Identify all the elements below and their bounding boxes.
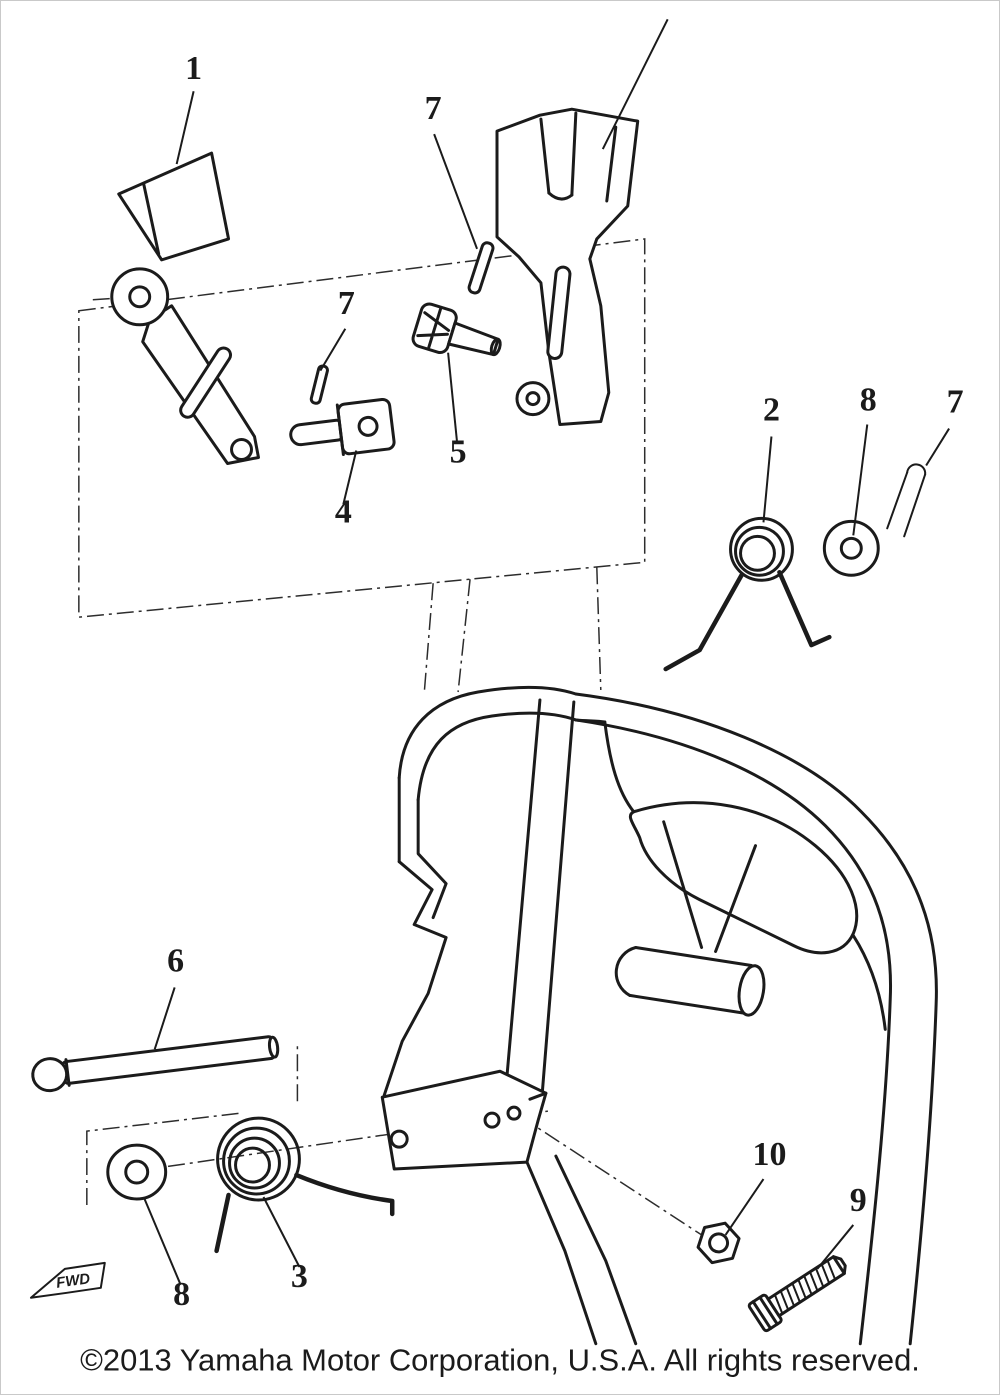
- fwd-arrow: FWD: [29, 1261, 106, 1299]
- callout-5: 5: [450, 433, 467, 470]
- callout-7-mid: 7: [338, 285, 355, 322]
- callout-7-right: 7: [947, 384, 964, 421]
- torsion-spring-3-part: [214, 1116, 395, 1254]
- bolt-5-part: [411, 302, 502, 357]
- joint-link-part: [289, 397, 396, 457]
- right-lever-bracket-part: [495, 107, 640, 427]
- washer-8-top-part: [822, 519, 880, 577]
- callout-1: 1: [185, 50, 202, 87]
- callout-6: 6: [167, 942, 184, 979]
- callout-4: 4: [335, 493, 352, 530]
- callout-8-bottom: 8: [173, 1276, 190, 1313]
- callout-10: 10: [752, 1136, 786, 1173]
- torsion-spring-2-part: [663, 516, 832, 672]
- callout-numbers: 1 7 7 4 5 2 8 7 6 8 3 10 9: [167, 50, 963, 1313]
- clamp-bracket-part: [380, 685, 938, 1346]
- callout-7-top: 7: [425, 90, 442, 127]
- pin-7-mid-part: [309, 364, 329, 405]
- pin-7-top-part: [467, 241, 495, 295]
- shaft-pin-6-part: [31, 1035, 280, 1093]
- copyright-text: ©2013 Yamaha Motor Corporation, U.S.A. A…: [80, 1343, 920, 1378]
- nut-10-part: [696, 1221, 741, 1265]
- callout-8-top: 8: [860, 382, 877, 419]
- bolt-9-part: [747, 1255, 847, 1333]
- left-lever-part: [110, 151, 260, 465]
- callout-leader-lines: [142, 18, 950, 1286]
- fwd-arrow-label: FWD: [55, 1270, 91, 1292]
- washer-8-bottom-part: [106, 1143, 168, 1201]
- callout-9: 9: [850, 1182, 867, 1219]
- callout-2: 2: [763, 392, 780, 429]
- cotter-pin-7-part: [886, 463, 927, 538]
- callout-3: 3: [291, 1258, 308, 1295]
